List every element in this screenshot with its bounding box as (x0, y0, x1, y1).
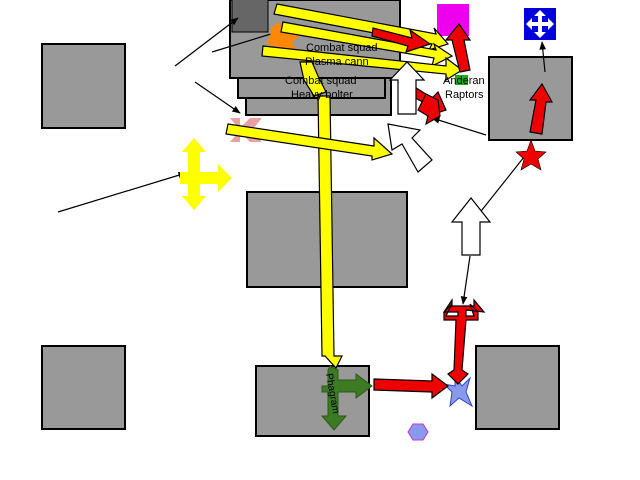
red-star-marker (515, 139, 547, 171)
yellow-movement-arrows (225, 3, 464, 370)
green-unit-marker (455, 75, 468, 85)
yellow-arrow (280, 21, 454, 68)
pointer-arrow (460, 255, 471, 305)
yellow-arrow (225, 123, 394, 161)
red-arrow (371, 27, 432, 53)
red-arrow (444, 22, 472, 73)
red-arrow (417, 93, 441, 126)
green-cross-icon (320, 365, 373, 431)
label-anderan-2: Raptors (445, 89, 484, 101)
label-anderan-1: Anderan (443, 75, 485, 87)
pointer-arrow (174, 17, 239, 67)
yellow-cross-icon (180, 138, 232, 210)
label-combat-squad-bolter-1: Combat squad (285, 75, 357, 87)
terrain-block-right-bottom (475, 345, 560, 430)
white-movement-arrows (387, 61, 492, 256)
yellow-unit-cross (180, 138, 232, 210)
blue-unit-marker-cross (526, 10, 554, 38)
terrain-block-dark (231, 0, 269, 33)
pointer-arrow (194, 81, 241, 114)
red-arrow (373, 372, 449, 400)
lavender-hex-marker (407, 423, 429, 441)
white-arrow (387, 123, 433, 173)
label-combat-squad-bolter-2: Heavy bolter (291, 89, 353, 101)
red-cross-arrow (442, 298, 486, 385)
pointer-arrow (431, 117, 487, 136)
terrain-block-left-top (41, 43, 126, 129)
pointer-arrow (539, 41, 547, 73)
white-arrow (388, 61, 426, 115)
label-combat-squad-plasma-2: Plasma cann (305, 56, 369, 68)
terrain-block-left-bottom (41, 345, 126, 430)
yellow-arrow (261, 45, 464, 82)
green-movement-arrow (320, 365, 373, 431)
yellow-arrow (299, 61, 327, 97)
red-arrow (528, 82, 554, 135)
lavender-unit-marker (442, 374, 474, 408)
white-arrow (450, 197, 492, 256)
pointer-arrow (57, 171, 187, 213)
label-combat-squad-plasma-1: Combat squad (306, 42, 378, 54)
terrain-block-bottom-center (255, 365, 370, 437)
